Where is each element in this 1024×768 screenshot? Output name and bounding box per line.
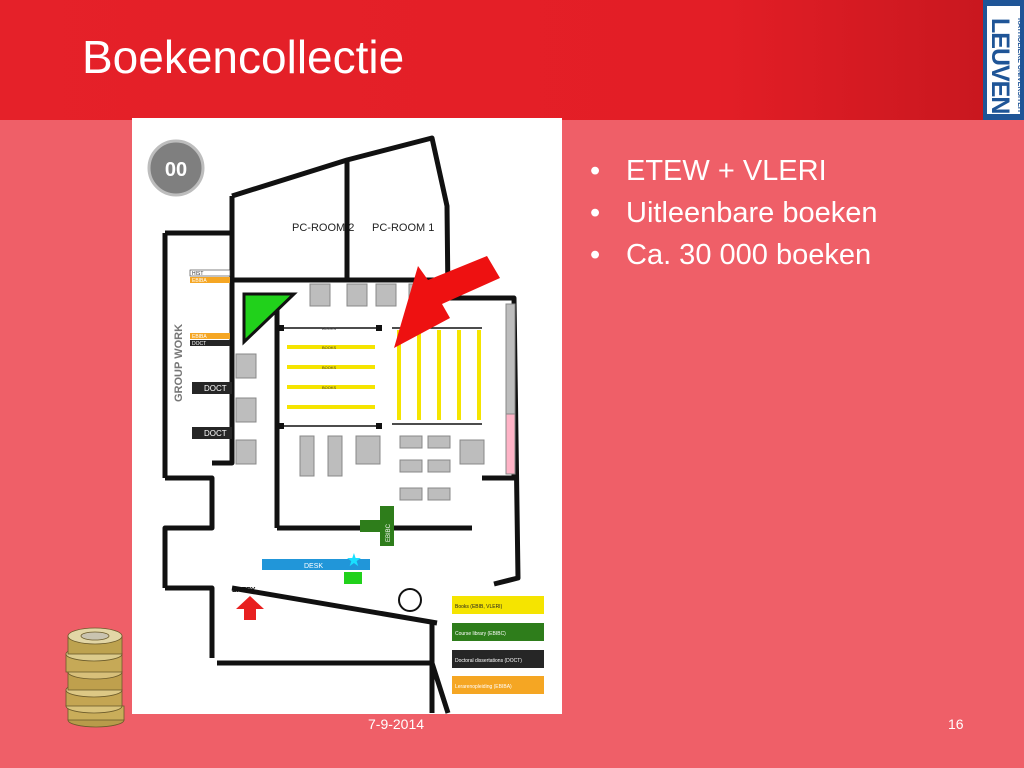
book-shelves-horizontal [278,325,382,429]
top-tables [235,283,485,501]
bullet-text: Uitleenbare boeken [626,197,878,229]
books-label-2: BOOKS [322,345,337,350]
legend-books [452,596,544,614]
page-number: 16 [948,716,964,732]
floor-badge [147,139,205,197]
shelf-tag-doct [190,340,230,346]
ebibc-shelf-v [380,506,394,546]
bullet-item: •Ca. 30 000 boeken [590,239,872,271]
bullet-item: •Uitleenbare boeken [590,197,878,229]
doct-shelf-2 [192,427,232,439]
legend-course-library-label: Course library (EBIBC) [455,631,506,637]
doct-shelf-2-label: DOCT [204,429,227,438]
desk-green-marker [344,572,362,584]
desk [262,559,370,570]
logo-wordmark: LEUVEN [986,18,1014,114]
shelf-tag-hist [189,269,231,277]
bullet-text: ETEW + VLERI [626,155,827,187]
ku-leuven-logo: LEUVEN KATHOLIEKE UNIVERSITEIT [983,0,1024,120]
legend-doct [452,650,544,668]
pc-room-2-label: PC-ROOM 2 [292,222,354,234]
floor-plan: 00 PC-ROOM 2 PC-ROOM 1 GROUP WORK [132,118,562,714]
shelf-tag-ebiba-2 [190,333,230,339]
shelf-tag-ebiba [190,277,230,283]
shelf-tag-hist-label: HIST [192,271,203,277]
doct-shelf-1-label: DOCT [204,384,227,393]
shelf-tag-ebiba-label: EBIBA [192,278,207,284]
green-zone [242,292,298,346]
spiral-stairs-icon [398,588,422,612]
entry-label: ENTRY [232,587,256,594]
legend-books-label: Books (EBIB, VLERI) [455,604,503,610]
ebibc-label: EBIBC [386,523,392,542]
books-label-1: BOOKS [322,326,337,331]
footer-date: 7-9-2014 [368,716,425,732]
wall-shelf [505,303,516,415]
logo-panel: LEUVEN KATHOLIEKE UNIVERSITEIT [986,6,1023,114]
slide-header: Boekencollectie LEUVEN KATHOLIEKE UNIVER… [0,0,1024,120]
red-arrow-icon [394,256,500,348]
pc-room-1-label: PC-ROOM 1 [372,222,434,234]
shelf-tag-doct-label: DOCT [192,341,206,347]
desk-label: DESK [304,563,323,570]
slide-title: Boekencollectie [82,31,405,83]
floor-plan-drawing: 00 PC-ROOM 2 PC-ROOM 1 GROUP WORK [147,135,544,714]
shelf-tag-ebiba-2-label: EBIBA [192,334,207,340]
logo-university-text: KATHOLIEKE UNIVERSITEIT [1016,18,1023,114]
book-shelves-vertical [397,330,481,420]
star-icon: ★ [346,550,362,570]
books-label-4: BOOKS [322,385,337,390]
legend-doct-label: Doctoral dissertations (DOCT) [455,658,522,664]
bullet-item: •ETEW + VLERI [590,155,827,187]
legend-ebiba [452,676,544,694]
floor-badge-label: 00 [165,159,187,181]
wall-shelf-pink [505,413,516,475]
bullet-list: •ETEW + VLERI •Uitleenbare boeken •Ca. 3… [590,150,878,276]
legend-ebiba-label: Lerarenopleiding (EBIBA) [455,684,512,690]
doct-shelf-1 [192,382,232,394]
books-label-3: BOOKS [322,365,337,370]
coin-stack-image [65,627,125,728]
entry-arrow-icon [236,596,264,620]
group-work-label: GROUP WORK [173,324,185,402]
bullet-text: Ca. 30 000 boeken [626,239,872,271]
legend-course-library [452,623,544,641]
